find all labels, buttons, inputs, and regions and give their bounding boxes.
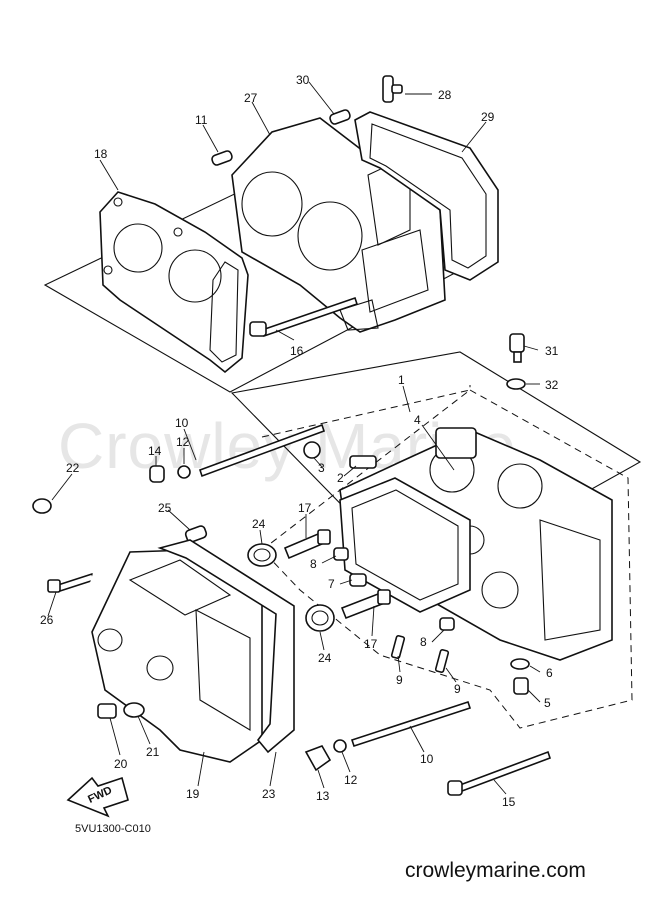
through-bolt-10-lower [350, 700, 472, 748]
spark-plug-17-upper [283, 529, 331, 560]
callout-25: 25 [158, 501, 172, 515]
bolt-7 [349, 573, 367, 587]
callout-12-upper: 12 [176, 435, 190, 449]
callout-22: 22 [66, 461, 80, 475]
washer-12-lower [333, 739, 347, 753]
callout-31: 31 [545, 344, 559, 358]
callout-3: 3 [318, 461, 325, 475]
callout-8-lower: 8 [420, 635, 427, 649]
callout-11: 11 [195, 113, 208, 127]
dowel-pin-30 [329, 109, 351, 125]
callout-14: 14 [148, 444, 162, 458]
head-cover-gasket [354, 111, 499, 281]
callout-19: 19 [186, 787, 200, 801]
breather-hose [51, 503, 106, 752]
through-bolt-10-upper [198, 423, 326, 478]
bolt-8-lower [439, 617, 455, 631]
callout-17-upper: 17 [298, 501, 312, 515]
hose-clamp-22 [32, 498, 52, 514]
dowel-pin-25 [184, 525, 208, 543]
callout-9-left: 9 [396, 673, 403, 687]
forward-direction-arrow: FWD [66, 776, 129, 818]
callout-23: 23 [262, 787, 276, 801]
drain-bolt-5 [513, 677, 529, 695]
callout-26: 26 [40, 613, 54, 627]
washer-6 [510, 658, 530, 670]
spark-plug-17-lower [340, 589, 391, 620]
callout-17-lower: 17 [364, 637, 378, 651]
callout-29: 29 [481, 110, 495, 124]
hose-fitting-20 [97, 703, 117, 719]
callout-27: 27 [244, 91, 258, 105]
callout-21: 21 [146, 745, 160, 759]
plug-3 [303, 441, 321, 459]
hose-clamp-21 [123, 702, 145, 718]
washer-12-upper [177, 465, 191, 479]
diagram-code: 5VU1300-C010 [75, 823, 151, 835]
oil-seal-24-lower [305, 604, 335, 632]
cylinder-bolt-16 [249, 296, 359, 338]
cylinder-head-gasket [99, 191, 249, 374]
through-bolt-15 [447, 750, 552, 796]
callout-28: 28 [438, 88, 452, 102]
callout-6: 6 [546, 666, 553, 680]
callout-12-lower: 12 [344, 773, 358, 787]
callout-15: 15 [502, 795, 516, 809]
stud-9-right [434, 648, 450, 674]
o-ring-32 [506, 378, 526, 390]
callout-7: 7 [328, 577, 335, 591]
callout-leaders [47, 81, 541, 795]
callout-32: 32 [545, 378, 559, 392]
temperature-sensor [382, 75, 403, 103]
oil-seal-24-upper [247, 543, 277, 567]
stud-9-left [390, 634, 406, 660]
cap-nut-14 [149, 465, 165, 483]
callout-9-right: 9 [454, 682, 461, 696]
cylinder-block [231, 117, 446, 333]
callout-5: 5 [544, 696, 551, 710]
callout-labels: 30 28 27 29 11 18 16 31 32 1 4 10 12 14 … [40, 73, 559, 809]
callout-20: 20 [114, 757, 128, 771]
callout-2: 2 [337, 471, 344, 485]
callout-16: 16 [290, 344, 304, 358]
dowel-pin-11 [211, 150, 233, 166]
valve-cover-plate [339, 477, 471, 613]
callout-8-upper: 8 [310, 557, 317, 571]
oil-pressure-sender [509, 333, 525, 363]
cap-nut-13 [304, 745, 332, 772]
callout-30: 30 [296, 73, 310, 87]
bolt-8-upper [333, 547, 349, 561]
callout-10-upper: 10 [175, 416, 189, 430]
callout-1: 1 [398, 373, 405, 387]
callout-24-lower: 24 [318, 651, 332, 665]
bolt-2 [349, 455, 377, 469]
head-cover-gasket-23 [157, 539, 295, 754]
callout-13: 13 [316, 789, 330, 803]
website-footer: crowleymarine.com [405, 859, 586, 882]
callout-10-lower: 10 [420, 752, 434, 766]
callout-18: 18 [94, 147, 108, 161]
head-assembly-boundary [261, 385, 633, 729]
callout-24-upper: 24 [252, 517, 266, 531]
callout-4: 4 [414, 413, 421, 427]
